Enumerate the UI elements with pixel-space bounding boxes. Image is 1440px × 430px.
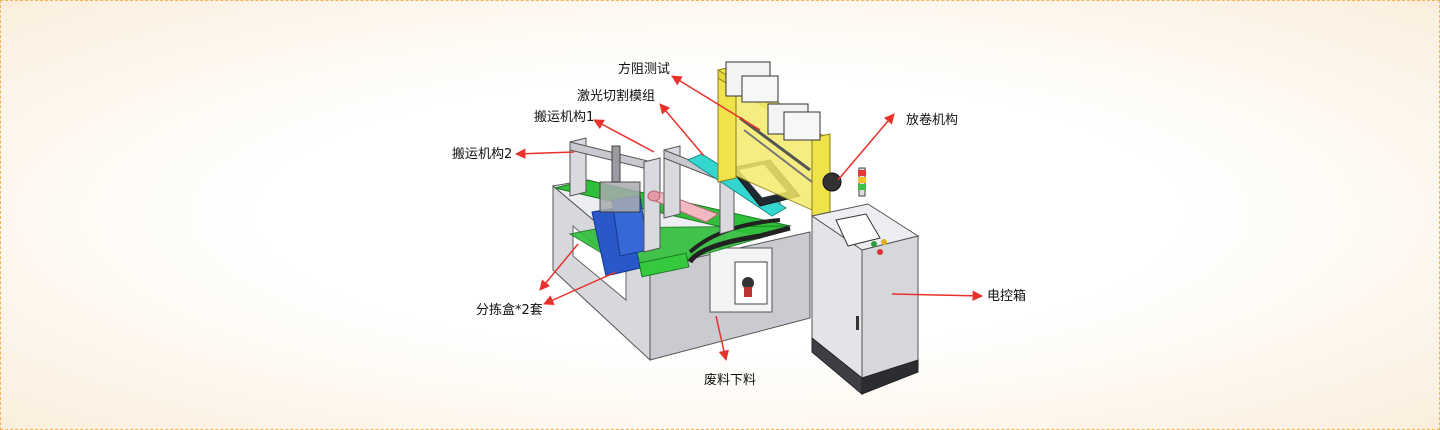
label-waste-discharge: 废料下料 [704, 372, 756, 388]
arrow-waste-discharge [715, 315, 730, 362]
label-sorting-box: 分拣盒*2套 [476, 302, 543, 318]
label-electric-cabinet: 电控箱 [987, 288, 1026, 304]
label-transport-2: 搬运机构2 [452, 147, 512, 162]
electric-cabinet [810, 203, 920, 396]
label-laser-cutting: 激光切割模组 [577, 88, 655, 104]
arrow-resistance-test [671, 75, 761, 131]
annotation-transport-2: 搬运机构2 [452, 147, 575, 162]
arrow-sorting-box-2 [543, 271, 617, 305]
arrow-transport-1 [593, 119, 655, 153]
annotation-sorting-box: 分拣盒*2套 [476, 243, 617, 318]
unwind-frame [717, 61, 866, 217]
transport-gantry-2 [569, 137, 661, 253]
arrow-electric-cabinet [891, 290, 984, 302]
annotation-waste-discharge: 废料下料 [704, 315, 756, 388]
label-resistance-test: 方阻测试 [618, 61, 670, 77]
machine-illustration [551, 61, 920, 396]
annotations: 方阻测试 激光切割模组 搬运机构1 搬运机构2 放卷机构 电控箱 [452, 61, 1026, 388]
annotation-resistance-test: 方阻测试 [618, 61, 761, 131]
annotation-laser-cutting: 激光切割模组 [577, 88, 705, 157]
annotation-transport-1: 搬运机构1 [534, 110, 655, 153]
annotation-unwind: 放卷机构 [837, 112, 958, 181]
arrow-sorting-box-1 [539, 243, 579, 291]
arrow-laser-cutting [659, 103, 705, 157]
arrow-unwind [837, 113, 895, 181]
label-transport-1: 搬运机构1 [534, 110, 594, 125]
label-unwind: 放卷机构 [906, 112, 958, 128]
annotation-electric-cabinet: 电控箱 [891, 288, 1026, 304]
arrow-transport-2 [514, 148, 575, 159]
